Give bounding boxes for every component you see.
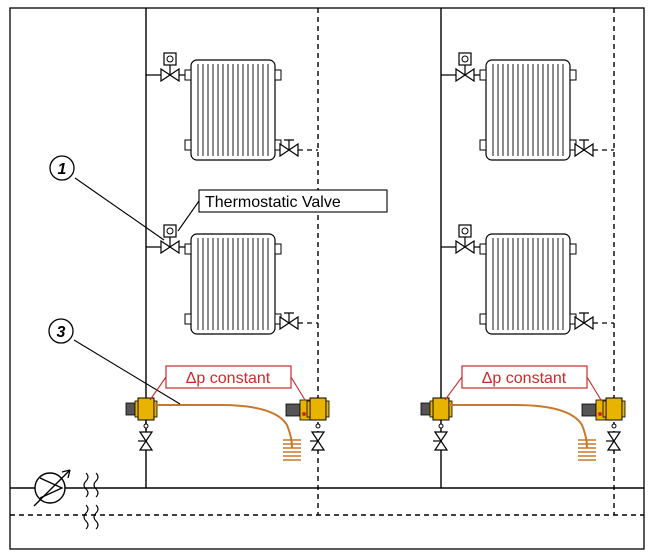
thermostatic-head-icon [161,225,179,253]
radiator-icon [479,233,577,335]
callout-1 [49,155,75,181]
shutoff-valve-icon [280,313,298,329]
thermostatic-head-icon [456,53,474,81]
dp-controller-left [125,397,330,461]
pump-icon [33,469,71,507]
shutoff-valve-icon [280,140,298,156]
thermostatic-head-icon [161,53,179,81]
callout-3-label: 3 [57,324,66,341]
dp-label-right: Δp constant [482,370,567,387]
radiator-icon [184,59,282,161]
shutoff-valve-icon [575,313,593,329]
dp-controller-right [420,397,626,461]
callout-1-label: 1 [58,161,67,178]
shutoff-valve-icon [575,140,593,156]
dp-label-left: Δp constant [186,370,271,387]
radiator-icon [184,233,282,335]
frame [9,7,645,550]
expansion-break-icon [83,472,99,530]
callout-3 [48,318,74,344]
thermostatic-valve-label: Thermostatic Valve [205,194,341,211]
radiator-icon [479,59,577,161]
thermostatic-head-icon [456,225,474,253]
